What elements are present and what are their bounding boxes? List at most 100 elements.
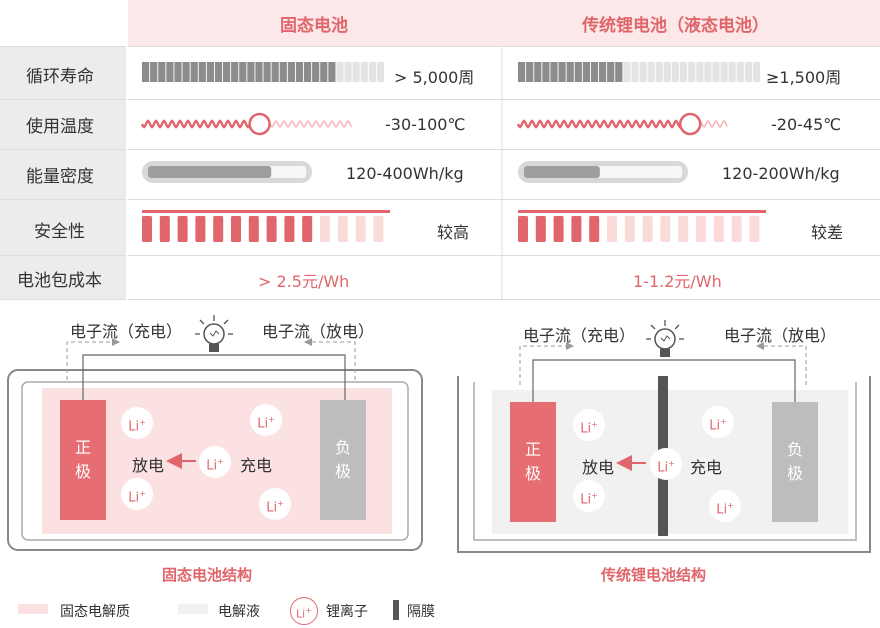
cycle-segment — [158, 62, 166, 82]
safety-segment — [248, 216, 259, 242]
cycle-segment — [558, 62, 566, 82]
cycle-segment — [623, 62, 631, 82]
header-liquid-bg — [503, 0, 880, 46]
cycle-segment — [320, 62, 328, 82]
cycle-segment — [647, 62, 655, 82]
liquid-flow-charge-arrow — [519, 342, 574, 385]
solid-battery-inner-case — [21, 381, 409, 541]
liquid-bulb-icon — [646, 320, 684, 357]
safety-segment — [642, 216, 653, 242]
solid-battery-structure — [7, 315, 423, 551]
safety-segment — [337, 216, 348, 242]
cycle-segment — [190, 62, 198, 82]
safety-top-line — [518, 210, 766, 213]
cycle-segment — [150, 62, 158, 82]
energy-density-bar-liquid — [518, 161, 688, 183]
cycle-segment — [352, 62, 360, 82]
safety-segment — [607, 216, 617, 242]
cycle-segment — [328, 62, 336, 82]
cycle-segment — [518, 62, 526, 82]
cycle-segment — [688, 62, 696, 82]
liquid-battery-structure — [457, 320, 871, 553]
temperature-wave-active — [516, 119, 692, 129]
cycle-segment — [542, 62, 550, 82]
cycle-segment — [239, 62, 247, 82]
safety-segment — [749, 216, 760, 242]
legend — [18, 600, 399, 620]
cycle-segment — [247, 62, 255, 82]
safety-segment — [159, 216, 170, 242]
safety-segment — [231, 216, 241, 242]
liquid-wire — [532, 359, 796, 402]
temperature-marker — [248, 112, 271, 136]
liquid-negative-electrode — [772, 402, 818, 522]
safety-segment — [213, 216, 224, 242]
cycle-segment — [574, 62, 582, 82]
energy-capsule-fill — [148, 166, 272, 178]
cycle-life-bar-liquid — [518, 62, 761, 82]
cycle-segment — [376, 62, 385, 82]
cycle-segment — [344, 62, 352, 82]
safety-segment — [571, 216, 582, 242]
cycle-segment — [599, 62, 607, 82]
cycle-segment — [704, 62, 712, 82]
safety-segment — [177, 216, 188, 242]
safety-segment — [589, 216, 600, 242]
solid-wire — [82, 354, 346, 400]
safety-top-line — [142, 210, 390, 213]
safety-segment — [302, 216, 313, 242]
legend-electrolyte-swatch — [178, 604, 208, 614]
solid-flow-charge-arrow — [66, 338, 120, 380]
cycle-segment — [534, 62, 542, 82]
safety-segment — [660, 216, 671, 242]
cycle-segment — [255, 62, 263, 82]
cycle-segment — [312, 62, 320, 82]
cycle-segment — [663, 62, 671, 82]
comparison-table — [0, 0, 880, 300]
cycle-segment — [712, 62, 720, 82]
safety-segment — [678, 216, 689, 242]
safety-segment — [696, 216, 706, 242]
cycle-segment — [223, 62, 231, 82]
cycle-segment — [295, 62, 304, 82]
temperature-wave-solid — [140, 112, 353, 136]
safety-segment — [553, 216, 564, 242]
separator — [658, 376, 668, 536]
safety-segment — [373, 216, 384, 242]
header-solid-bg — [128, 0, 501, 46]
legend-separator-swatch — [393, 600, 399, 620]
cycle-segment — [526, 62, 534, 82]
cycle-segment — [720, 62, 728, 82]
cycle-segment — [174, 62, 182, 82]
cycle-segment — [166, 62, 174, 82]
cycle-segment — [263, 62, 271, 82]
safety-segment — [284, 216, 295, 242]
temperature-wave-active — [140, 119, 261, 129]
cycle-segment — [680, 62, 688, 82]
cycle-segment — [696, 62, 704, 82]
cycle-segment — [728, 62, 736, 82]
cycle-segment — [271, 62, 279, 82]
safety-segment — [355, 216, 366, 242]
liquid-flow-discharge-arrow — [756, 342, 807, 385]
cycle-segment — [336, 62, 344, 82]
energy-density-bar-solid — [142, 161, 312, 183]
cycle-segment — [142, 62, 150, 82]
safety-segment — [624, 216, 635, 242]
liquid-battery-inner-case — [473, 382, 857, 541]
cycle-segment — [368, 62, 376, 82]
liquid-positive-electrode — [510, 402, 556, 522]
safety-segment — [266, 216, 277, 242]
cycle-segment — [631, 62, 639, 82]
legend-solid-electrolyte-swatch — [18, 604, 48, 614]
cycle-segment — [744, 62, 752, 82]
temperature-wave-inactive — [259, 120, 353, 128]
cycle-segment — [590, 62, 599, 82]
cycle-segment — [639, 62, 647, 82]
cycle-segment — [607, 62, 615, 82]
safety-segment — [731, 216, 742, 242]
safety-segment — [142, 216, 152, 242]
cycle-segment — [736, 62, 744, 82]
cycle-segment — [752, 62, 761, 82]
